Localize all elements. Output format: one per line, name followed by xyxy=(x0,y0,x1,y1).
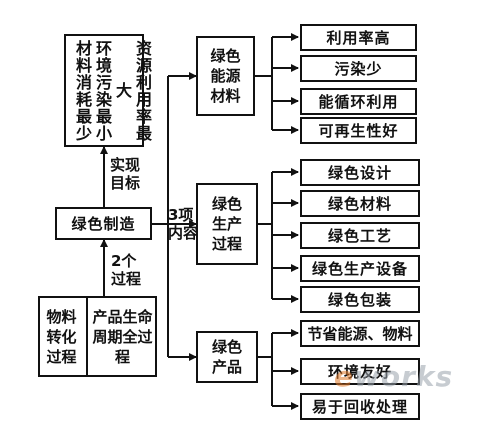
item-renewable: 可再生性好 xyxy=(300,117,417,144)
item-eco-friendly: 环境友好 xyxy=(300,358,420,385)
item-recyclable: 能循环利用 xyxy=(300,88,417,115)
item-green-material: 绿色材料 xyxy=(300,190,420,217)
process-material: 物料转化过程 xyxy=(38,298,88,375)
goal-resource: 资源利用率最大 xyxy=(113,39,152,142)
three-content-label: 3项内容 xyxy=(168,206,199,242)
item-green-design: 绿色设计 xyxy=(300,159,420,186)
goals-box: 环境污染最小材料消耗最少 资源利用率最大 xyxy=(64,34,152,147)
category-green-energy-material: 绿色能源材料 xyxy=(196,36,255,116)
green-manufacturing-label: 绿色制造 xyxy=(71,215,136,233)
green-manufacturing-box: 绿色制造 xyxy=(55,207,152,240)
processes-box: 物料转化过程 产品生命周期全过程 xyxy=(38,296,157,377)
item-high-utilization: 利用率高 xyxy=(300,24,417,51)
item-green-packaging: 绿色包装 xyxy=(300,286,420,313)
item-low-pollution: 污染少 xyxy=(300,55,417,82)
item-green-equipment: 绿色生产设备 xyxy=(300,255,420,282)
two-process-label: 2个过程 xyxy=(111,252,142,288)
item-green-craft: 绿色工艺 xyxy=(300,222,420,249)
category-green-product: 绿色产品 xyxy=(196,331,258,383)
item-save-energy: 节省能源、物料 xyxy=(300,320,420,347)
category-green-production-process: 绿色生产过程 xyxy=(196,183,258,265)
goal-environment: 环境污染最小材料消耗最少 xyxy=(73,39,112,142)
process-lifecycle: 产品生命周期全过程 xyxy=(92,307,153,366)
item-easy-recycle: 易于回收处理 xyxy=(300,393,420,420)
achieve-goal-label: 实现目标 xyxy=(110,156,141,192)
eworks-watermark-logo: eworks xyxy=(334,360,454,393)
